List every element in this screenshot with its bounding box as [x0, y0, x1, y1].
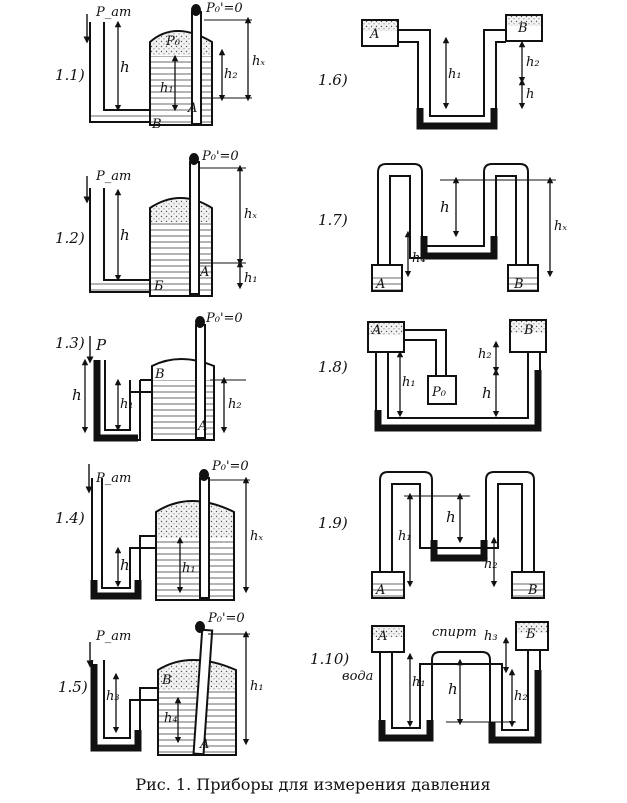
- label-h1: h₁: [448, 67, 462, 82]
- label-p0-prime: P₀'=0: [207, 611, 245, 626]
- label-h1: h₁: [244, 271, 258, 286]
- label-h4: h₄: [164, 711, 178, 726]
- figure-number: 1.4): [55, 509, 85, 527]
- figure-1-9: 1.9) h h₁ h₂ A B: [318, 471, 545, 599]
- label-alcohol: спирт: [432, 625, 477, 640]
- label-h4: h₄: [412, 251, 426, 266]
- label-a: A: [197, 419, 207, 434]
- label-a: A: [199, 737, 209, 752]
- label-a: A: [371, 323, 381, 338]
- u-tube-inner: [103, 22, 150, 111]
- figure-1-5: 1.5) P_am P₀'=0 h₃ h₄ h₁ B A: [58, 611, 264, 756]
- figure-1-10: 1.10) A Б спирт вода h₁ h h₃ h₂: [310, 621, 549, 744]
- figure-number: 1.1): [55, 66, 85, 84]
- label-h1: h₁: [182, 561, 196, 576]
- label-b: B: [523, 323, 534, 338]
- figure-1-7: 1.7) h hₓ h₄ A B: [318, 163, 567, 292]
- label-h: h: [482, 384, 492, 402]
- label-h2: h₂: [484, 557, 498, 572]
- label-b-cyr: Б: [153, 279, 164, 294]
- label-h1: h₁: [412, 675, 426, 690]
- label-pam: P_am: [95, 629, 131, 644]
- label-hx: hₓ: [252, 54, 265, 69]
- closed-tank: [149, 30, 213, 126]
- label-pam: P_am: [95, 5, 131, 20]
- label-h: h: [526, 87, 534, 102]
- label-b: B: [161, 673, 172, 688]
- figure-number: 1.3): [55, 334, 85, 352]
- label-b: B: [151, 117, 162, 132]
- label-pam: P_am: [95, 471, 131, 486]
- label-h3: h₃: [484, 629, 498, 644]
- label-h1: h₁: [398, 529, 412, 544]
- label-p: P: [95, 336, 107, 354]
- label-p0: P₀: [165, 34, 181, 49]
- label-a: A: [377, 629, 387, 644]
- label-b: B: [154, 367, 165, 382]
- figure-number: 1.5): [58, 678, 88, 696]
- label-hx: hₓ: [244, 207, 257, 222]
- label-a: A: [375, 583, 385, 598]
- figure-1-3: 1.3) P P₀'=0 h h₁ h₂ B A: [55, 311, 246, 442]
- label-a: A: [369, 27, 379, 42]
- u-tube-outer: [89, 22, 150, 123]
- label-h: h: [448, 680, 458, 698]
- label-a: A: [375, 277, 385, 292]
- figure-number: 1.10): [310, 650, 349, 668]
- label-h1: h₁: [160, 81, 174, 96]
- figure-1-4: 1.4) P_am P₀'=0 h h₁ hₓ: [55, 459, 263, 601]
- label-b: B: [517, 21, 528, 36]
- figure-caption: Рис. 1. Приборы для измерения давления: [135, 775, 490, 794]
- label-h2: h₂: [526, 55, 540, 70]
- label-p0-prime: P₀'=0: [211, 459, 249, 474]
- label-a: A: [199, 265, 209, 280]
- figure-1-6: 1.6) A B h₁ h₂ h: [318, 14, 543, 130]
- label-water: вода: [342, 669, 373, 684]
- figure-1-8: 1.8) A B P₀ h₁ h₂ h: [318, 319, 547, 432]
- label-p0-prime: P₀'=0: [205, 311, 243, 326]
- figure-number: 1.7): [318, 211, 348, 229]
- figure-number: 1.2): [55, 229, 85, 247]
- label-p0: P₀: [431, 385, 447, 400]
- label-hx: hₓ: [250, 529, 263, 544]
- label-h: h: [120, 226, 130, 244]
- label-h2: h₂: [228, 397, 242, 412]
- label-a: A: [187, 101, 197, 116]
- label-p0-prime: P₀'=0: [205, 1, 243, 16]
- label-p0-prime: P₀'=0: [201, 149, 239, 164]
- label-b: B: [527, 583, 538, 598]
- label-h1: h₁: [120, 397, 134, 412]
- label-h2: h₂: [224, 67, 238, 82]
- label-h1: h₁: [402, 375, 416, 390]
- label-h: h: [440, 198, 450, 216]
- label-b: B: [513, 277, 524, 292]
- label-h1: h₁: [250, 679, 264, 694]
- label-hx: hₓ: [554, 219, 567, 234]
- label-h: h: [446, 508, 456, 526]
- figure-number: 1.6): [318, 71, 348, 89]
- label-h: h: [72, 386, 82, 404]
- figure-1-1: 1.1) P_am P₀'=0 P₀ h: [55, 1, 265, 132]
- label-h2: h₂: [478, 347, 492, 362]
- figure-1-2: 1.2) P_am P₀'=0 h hₓ h₁ Б A: [55, 149, 258, 297]
- label-pam: P_am: [95, 169, 131, 184]
- label-h3: h₃: [106, 689, 120, 704]
- figure-number: 1.8): [318, 358, 348, 376]
- label-h: h: [120, 58, 130, 76]
- label-b-cyr: Б: [525, 627, 536, 642]
- label-h2: h₂: [514, 689, 528, 704]
- label-h: h: [120, 556, 130, 574]
- figure-number: 1.9): [318, 514, 348, 532]
